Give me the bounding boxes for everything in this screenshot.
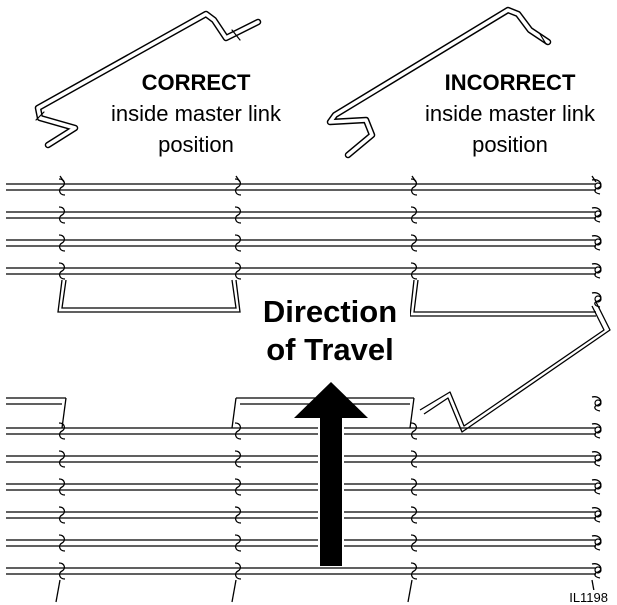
correct-line-1: inside master link bbox=[111, 101, 282, 126]
figure-id: IL1198 bbox=[569, 590, 608, 605]
master-link-connector-rod bbox=[419, 301, 611, 433]
upper-rods bbox=[6, 183, 596, 275]
incorrect-heading: INCORRECT bbox=[445, 70, 576, 95]
upper-hinges bbox=[58, 175, 602, 308]
direction-arrow-icon bbox=[294, 382, 368, 567]
incorrect-line-1: inside master link bbox=[425, 101, 596, 126]
correct-heading: CORRECT bbox=[142, 70, 251, 95]
lower-loop-tops bbox=[61, 397, 415, 429]
incorrect-line-2: position bbox=[472, 132, 548, 157]
lower-belt-section bbox=[6, 396, 602, 603]
incorrect-label-group: INCORRECT inside master link position bbox=[425, 70, 596, 157]
correct-label-group: CORRECT inside master link position bbox=[111, 70, 282, 157]
correct-master-link-rod bbox=[34, 10, 262, 149]
direction-line-1: Direction bbox=[263, 294, 397, 329]
incorrect-master-link-rod bbox=[326, 6, 552, 159]
lower-rods bbox=[6, 397, 596, 575]
direction-label-group: Direction of Travel bbox=[250, 292, 410, 372]
correct-line-2: position bbox=[158, 132, 234, 157]
direction-line-2: of Travel bbox=[266, 332, 394, 367]
